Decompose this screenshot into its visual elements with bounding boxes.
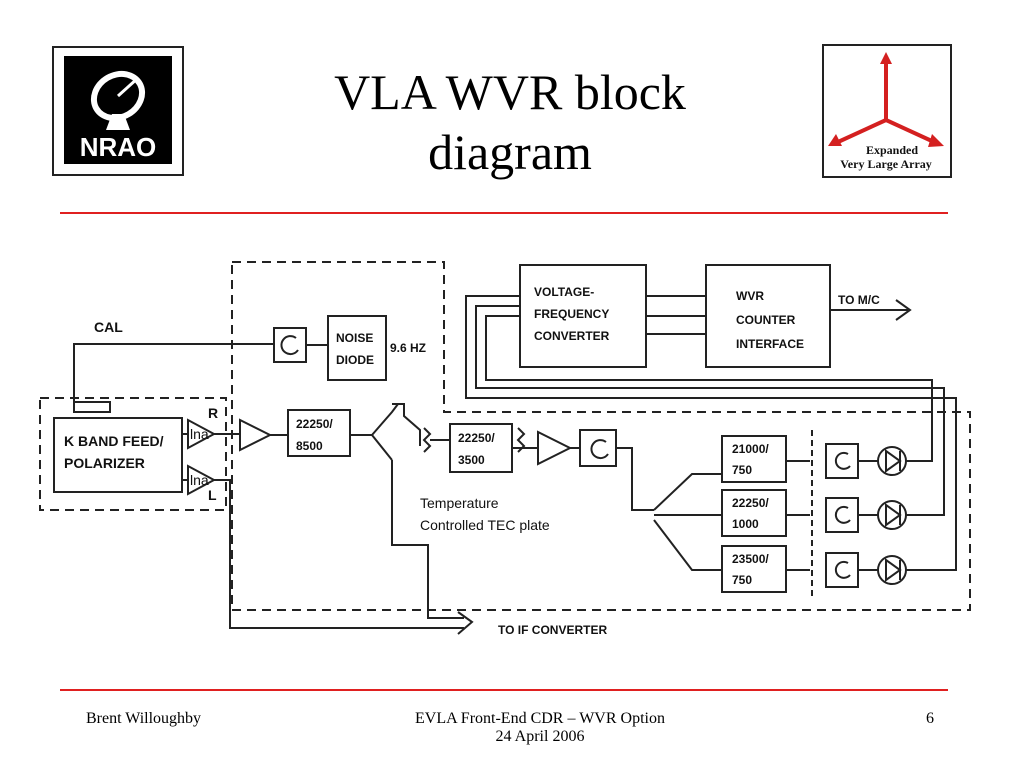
channel-2-isolator [825,497,859,533]
evla-logo-graphic: Expanded Very Large Array [828,52,944,171]
evla-logo-line1: Expanded [866,143,918,157]
ch2-label-1: 22250/ [732,496,769,510]
lna-l-label: lna [190,472,209,488]
l-label: L [208,487,217,503]
evla-logo-line2: Very Large Array [840,157,932,171]
wvr-label-3: INTERFACE [736,337,804,351]
nrao-logo: NRAO [52,46,184,176]
footer-page-number: 6 [926,710,934,727]
noise-diode-enclosure [231,261,971,611]
feed-enclosure [39,397,227,511]
filter2-label-2: 3500 [458,453,485,467]
cal-label: CAL [94,319,123,335]
filter1-label-1: 22250/ [296,417,333,431]
nrao-logo-text: NRAO [80,132,157,162]
vf-label-1: VOLTAGE- [534,285,594,299]
ch1-label-1: 21000/ [732,442,769,456]
feed-label-2: POLARIZER [64,455,145,471]
ch2-label-2: 1000 [732,517,759,531]
ch3-label-1: 23500/ [732,552,769,566]
slide-title-line1: VLA WVR block [334,64,686,120]
noise-isolator-icon [280,335,299,356]
slide-title-line2: diagram [428,124,592,180]
channel-1-filter-box [721,435,787,483]
channel-3-isolator [825,552,859,588]
filter2-label-1: 22250/ [458,431,495,445]
filter1-label-2: 8500 [296,439,323,453]
tec-label-2: Controlled TEC plate [420,517,550,533]
noise-diode-label-1: NOISE [336,331,373,345]
wvr-label-1: WVR [736,289,764,303]
wvr-label-2: COUNTER [736,313,796,327]
footer-divider [60,689,948,691]
nrao-logo-graphic: NRAO [64,56,172,164]
to-mc-label: TO M/C [838,293,880,307]
title-divider [60,212,948,214]
channel-isolator-icon [590,439,609,460]
noise-isolator-box [273,327,307,363]
amp-2 [537,430,573,466]
k-band-feed-box [53,417,183,493]
to-if-label: TO IF CONVERTER [498,623,607,637]
noise-diode-label-2: DIODE [336,353,374,367]
slide-title: VLA WVR block diagram [260,62,760,182]
detector-1-icon [877,446,907,476]
footer-event-line2: 24 April 2006 [495,728,585,745]
ch1-label-2: 750 [732,463,752,477]
vf-label-2: FREQUENCY [534,307,609,321]
noise-freq-label: 9.6 HZ [390,341,426,355]
ch3-label-2: 750 [732,573,752,587]
vf-label-3: CONVERTER [534,329,610,343]
noise-diode-box [327,315,387,381]
footer-author: Brent Willoughby [86,710,202,727]
r-label: R [208,405,218,421]
amp-1 [239,418,273,452]
detector-2-icon [877,500,907,530]
filter-22250-8500-box [287,409,351,457]
detector-3-icon [877,555,907,585]
tec-label-1: Temperature [420,495,499,511]
channel-2-filter-box [721,489,787,537]
evla-logo: Expanded Very Large Array [822,44,952,178]
channel-isolator-box [579,429,617,467]
feed-label-1: K BAND FEED/ [64,433,164,449]
lna-r-label: lna [190,426,209,442]
footer-event: EVLA Front-End CDR – WVR Option 24 April… [360,710,720,746]
channel-1-isolator [825,443,859,479]
cal-coupler [73,401,111,413]
footer-event-line1: EVLA Front-End CDR – WVR Option [415,710,665,727]
